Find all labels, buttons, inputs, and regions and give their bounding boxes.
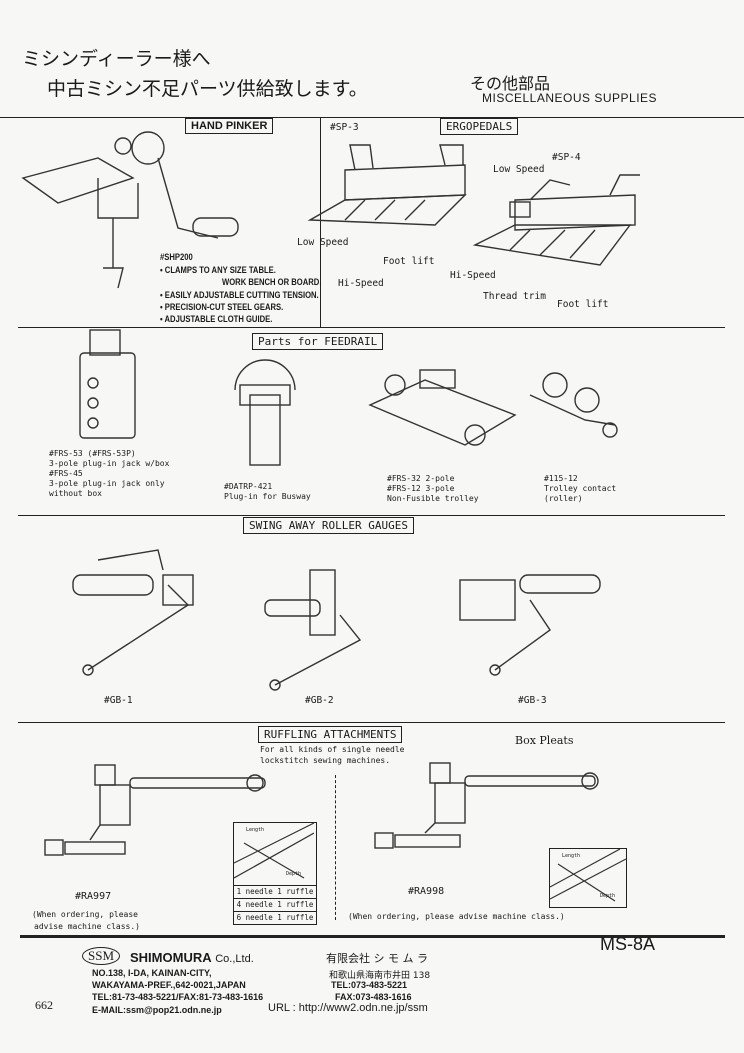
divider (18, 515, 725, 516)
gb1-image (72, 549, 194, 676)
pedal-label: Hi-Speed (450, 270, 496, 281)
box-pleats-diagram: Length Depth (549, 848, 627, 908)
pedal-label: Foot lift (557, 299, 609, 310)
plug-in-jack-image (79, 329, 136, 439)
email: E-MAIL:ssm@pop21.odn.ne.jp (92, 1005, 222, 1015)
ruffling-note: For all kinds of single needle (260, 745, 405, 754)
header-jp-line1: ミシンディーラー様へ (22, 48, 211, 70)
caption-line: #FRS-12 3-pole (387, 484, 455, 493)
pedal-label: Thread trim (483, 291, 546, 302)
website-url: URL : http://www2.odn.ne.jp/ssm (268, 1002, 428, 1014)
caption-line: #FRS-45 (49, 469, 83, 478)
pedal-label: Foot lift (383, 256, 435, 267)
trolley-image (368, 369, 517, 446)
box-pleats-stitch-diagram (549, 848, 627, 902)
caption-line: (roller) (544, 494, 583, 503)
sp4-pedal-image (472, 174, 640, 266)
feedrail-caption: #DATRP-421 Plug-in for Busway (224, 482, 311, 502)
caption-line: Plug-in for Busway (224, 492, 311, 501)
table-row: 4 needle 1 ruffle (234, 899, 316, 912)
ruffling-note: lockstitch sewing machines. (260, 756, 391, 765)
feedrail-caption: #FRS-32 2-pole #FRS-12 3-pole Non-Fusibl… (387, 474, 479, 504)
trolley-contact-image (529, 372, 618, 438)
ssm-logo: SSM (82, 947, 121, 965)
feedrail-title: Parts for FEEDRAIL (252, 333, 384, 350)
depth-label: Depth (286, 871, 302, 877)
caption-line: #DATRP-421 (224, 482, 273, 491)
hand-pinker-feature: WORK BENCH OR BOARD. (222, 277, 322, 287)
hand-pinker-image (21, 131, 239, 289)
gb3-label: #GB-3 (518, 695, 547, 706)
address-line: NO.138, I-DA, KAINAN-CITY, (92, 968, 212, 978)
busway-plugin-image (234, 359, 296, 466)
hand-pinker-feature: • EASILY ADJUSTABLE CUTTING TENSION. (160, 290, 319, 300)
ruffle-options-table: Length Depth 1 needle 1 ruffle 4 needle … (233, 822, 317, 925)
box-pleats-label: Box Pleats (515, 734, 574, 747)
divider (335, 775, 336, 920)
gb3-image (459, 574, 601, 676)
sp3-pedal-image (307, 144, 467, 226)
ruffling-title: RUFFLING ATTACHMENTS (258, 726, 403, 743)
company-name: SHIMOMURA Co.,Ltd. (130, 950, 254, 965)
caption-line: #FRS-32 2-pole (387, 474, 455, 483)
caption-line: without box (49, 489, 102, 498)
ra997-note: advise machine class.) (34, 922, 140, 931)
hand-pinker-model: #SHP200 (160, 252, 193, 262)
feedrail-caption: #FRS-53 (#FRS-53P) 3-pole plug-in jack w… (49, 449, 169, 499)
hand-pinker-feature: • PRECISION-CUT STEEL GEARS. (160, 302, 284, 312)
ruffle-diagram: Length Depth (234, 823, 316, 886)
length-label: Length (246, 827, 265, 833)
page-number: 662 (35, 998, 53, 1012)
divider (0, 117, 744, 118)
tel-fax: TEL:81-73-483-5221/FAX:81-73-483-1616 (92, 992, 264, 1002)
table-row: 6 needle 1 ruffle (236, 913, 314, 922)
divider (20, 935, 725, 938)
gb2-label: #GB-2 (305, 695, 334, 706)
hand-pinker-title: HAND PINKER (185, 118, 274, 134)
ra997-image (44, 764, 266, 856)
jp-address: 和歌山県海南市井田 138 (329, 971, 431, 981)
divider (18, 722, 725, 723)
category-en: MISCELLANEOUS SUPPLIES (482, 91, 658, 105)
ruffle-stitch-diagram (234, 823, 314, 879)
ra998-note: (When ordering, please advise machine cl… (348, 912, 565, 921)
depth-label: Depth (600, 893, 616, 899)
ra997-note: (When ordering, please (32, 910, 138, 919)
caption-line: Trolley contact (544, 484, 617, 493)
ra998-image (374, 762, 599, 849)
jp-tel: TEL:073-483-5221 (331, 980, 408, 990)
length-label: Length (562, 853, 581, 859)
page-code: MS-8A (600, 934, 656, 954)
address-line: WAKAYAMA-PREF.,642-0021,JAPAN (92, 980, 246, 990)
company-suffix: Co.,Ltd. (215, 953, 254, 965)
feedrail-caption: #115-12 Trolley contact (roller) (544, 474, 616, 504)
ra997-label: #RA997 (75, 891, 112, 902)
sp3-label: #SP-3 (330, 122, 359, 133)
hand-pinker-feature: • ADJUSTABLE CLOTH GUIDE. (160, 314, 273, 324)
pedal-label: Low Speed (493, 164, 545, 175)
caption-line: #FRS-53 (#FRS-53P) (49, 449, 136, 458)
sp4-label: #SP-4 (552, 152, 581, 163)
caption-line: Non-Fusible trolley (387, 494, 479, 503)
jp-fax: FAX:073-483-1616 (335, 992, 412, 1002)
category-jp: その他部品 (470, 74, 551, 93)
gb2-image (264, 569, 362, 691)
header-jp-line2: 中古ミシン不足パーツ供給致します。 (47, 78, 368, 100)
roller-gauges-title: SWING AWAY ROLLER GAUGES (243, 517, 414, 534)
caption-line: #115-12 (544, 474, 578, 483)
ergopedals-title: ERGOPEDALS (440, 118, 519, 135)
company-name-main: SHIMOMURA (130, 950, 212, 965)
gb1-label: #GB-1 (104, 695, 133, 706)
pedal-label: Hi-Speed (338, 278, 384, 289)
pedal-label: Low Speed (297, 237, 349, 248)
caption-line: 3-pole plug-in jack w/box (49, 459, 170, 468)
divider (18, 327, 725, 328)
table-row: 1 needle 1 ruffle (234, 886, 316, 899)
ra998-label: #RA998 (408, 886, 445, 897)
caption-line: 3-pole plug-in jack only (49, 479, 165, 488)
divider (320, 117, 321, 327)
hand-pinker-feature: • CLAMPS TO ANY SIZE TABLE. (160, 265, 276, 275)
jp-company: 有限会社 シ モ ム ラ (326, 952, 428, 965)
